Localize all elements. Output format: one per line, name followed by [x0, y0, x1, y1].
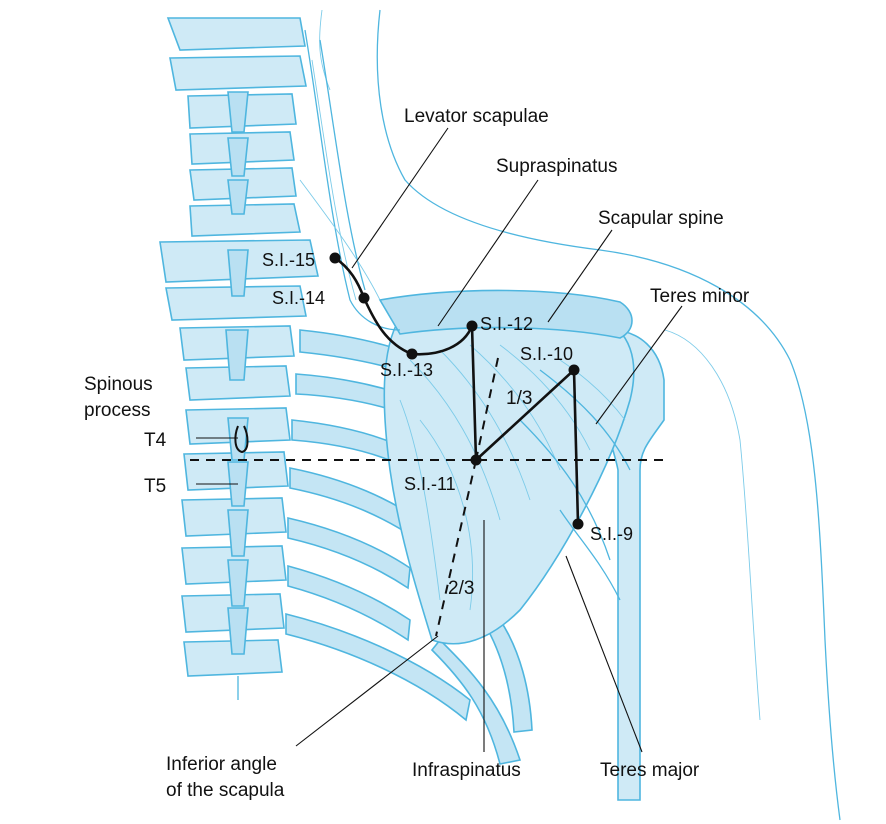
- ribs: [285, 329, 533, 765]
- path-upper: [334, 256, 474, 356]
- division-line-lower: [435, 459, 477, 637]
- point-si10-dot: [568, 364, 580, 376]
- division-line-upper: [475, 357, 499, 461]
- leader-teres-minor: [595, 305, 683, 425]
- structure-labels: Levator scapulae Supraspinatus Scapular …: [84, 106, 750, 801]
- reference-lines: [190, 357, 668, 637]
- label-t5: T5: [144, 476, 166, 497]
- leader-levator: [351, 127, 449, 269]
- leader-inferior-angle: [295, 635, 439, 747]
- point-labels: S.I.-15 S.I.-14 S.I.-13 S.I.-12 S.I.-11 …: [262, 250, 633, 544]
- label-si9: S.I.-9: [590, 524, 633, 544]
- label-process: process: [84, 400, 151, 421]
- leader-supraspinatus: [437, 179, 539, 327]
- path-lower: [470, 325, 580, 525]
- label-si13: S.I.-13: [380, 360, 433, 380]
- point-si14-dot: [358, 292, 370, 304]
- label-si15: S.I.-15: [262, 250, 315, 270]
- label-si14: S.I.-14: [272, 288, 325, 308]
- acupoint-path: [334, 256, 580, 525]
- point-si15-dot: [329, 252, 341, 264]
- label-teres-minor: Teres minor: [650, 286, 750, 307]
- leader-teres-major: [565, 555, 643, 753]
- t4-spinous-marker: [234, 425, 249, 453]
- point-si11-dot: [470, 454, 482, 466]
- point-si13-dot: [406, 348, 418, 360]
- label-spinous: Spinous: [84, 374, 153, 395]
- label-of-the-scapula: of the scapula: [166, 780, 285, 801]
- leader-scapular-spine: [547, 229, 613, 323]
- acupoints: [329, 252, 584, 530]
- label-si10: S.I.-10: [520, 344, 573, 364]
- levator-scapulae-muscle: [299, 29, 401, 331]
- label-teres-major: Teres major: [600, 760, 700, 781]
- label-two-thirds: 2/3: [448, 578, 474, 599]
- leader-lines: [196, 127, 683, 753]
- point-si12-dot: [466, 320, 478, 332]
- label-levator-scapulae: Levator scapulae: [404, 106, 549, 127]
- label-one-third: 1/3: [506, 388, 532, 409]
- label-infraspinatus: Infraspinatus: [412, 760, 521, 781]
- label-si12: S.I.-12: [480, 314, 533, 334]
- label-t4: T4: [144, 430, 167, 451]
- label-scapular-spine: Scapular spine: [598, 208, 724, 229]
- label-supraspinatus: Supraspinatus: [496, 156, 617, 177]
- point-si9-dot: [572, 518, 584, 530]
- label-inferior-angle: Inferior angle: [166, 754, 277, 775]
- label-si11: S.I.-11: [404, 474, 456, 494]
- scapula: [378, 289, 635, 645]
- vertebral-column: [159, 17, 319, 700]
